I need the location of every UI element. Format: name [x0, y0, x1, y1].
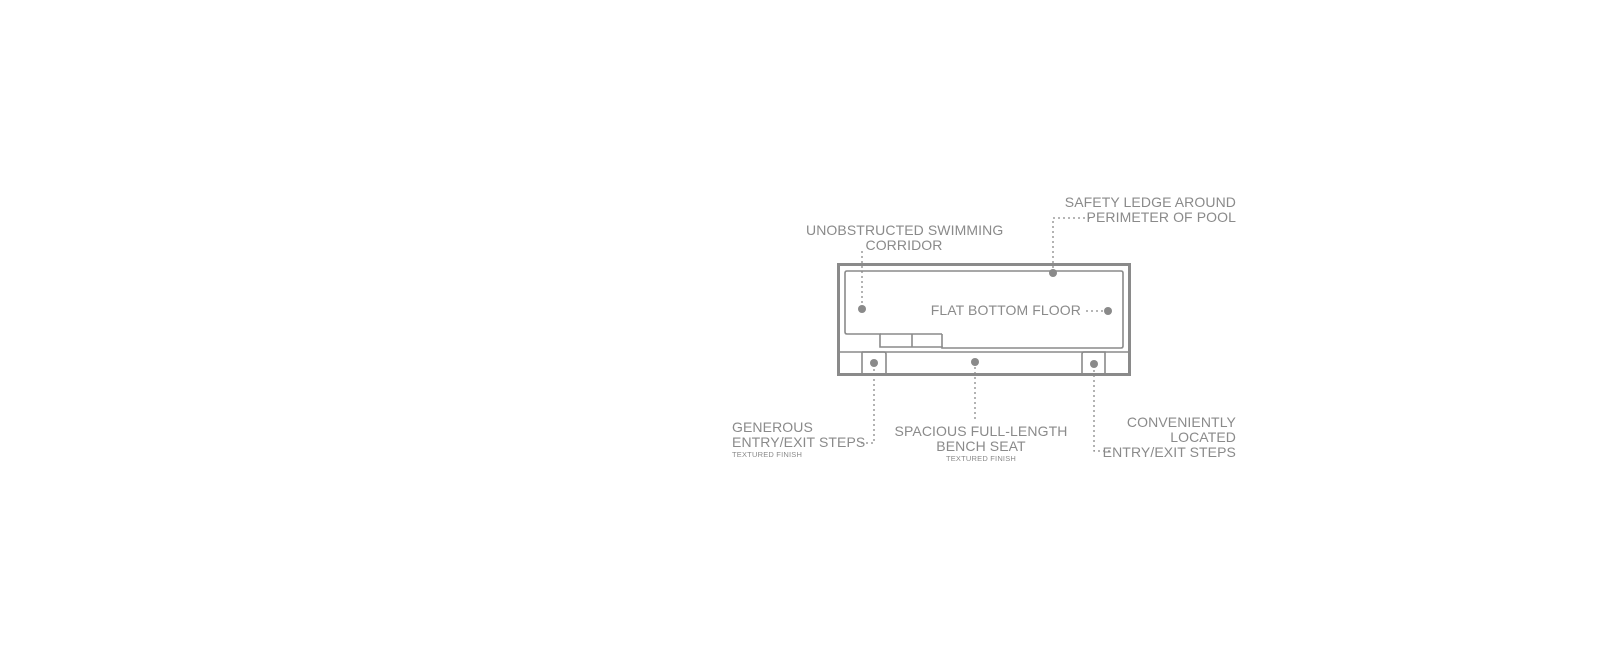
label-flat-floor: FLAT BOTTOM FLOOR: [931, 303, 1081, 318]
right-step-box: [1081, 351, 1106, 373]
dot-flat-floor: [1104, 307, 1112, 315]
label-bench-seat-line1: SPACIOUS FULL-LENGTH: [894, 423, 1068, 439]
label-convenient-steps: CONVENIENTLY LOCATED ENTRY/EXIT STEPS: [1103, 415, 1236, 460]
label-bench-seat-sub: TEXTURED FINISH: [945, 454, 1017, 463]
left-step-box: [862, 351, 887, 373]
label-convenient-steps-line1: CONVENIENTLY: [1126, 414, 1236, 430]
leader-convenient-steps: [1093, 365, 1110, 452]
dot-generous-steps: [870, 359, 878, 367]
label-generous-steps-sub: TEXTURED FINISH: [732, 450, 803, 459]
dot-bench-seat: [971, 358, 979, 366]
label-swimming-corridor: UNOBSTRUCTED SWIMMING CORRIDOR: [806, 222, 1004, 253]
label-safety-ledge: SAFETY LEDGE AROUND PERIMETER OF POOL: [1065, 195, 1236, 225]
label-flat-floor-line1: FLAT BOTTOM FLOOR: [930, 302, 1081, 318]
leader-generous-steps: [860, 364, 875, 444]
label-safety-ledge-line2: PERIMETER OF POOL: [1086, 209, 1236, 225]
dot-swimming-corridor: [858, 305, 866, 313]
label-bench-seat-line2: BENCH SEAT: [936, 438, 1026, 454]
label-convenient-steps-line2: LOCATED: [1170, 429, 1236, 445]
label-generous-steps: GENEROUS ENTRY/EXIT STEPS TEXTURED FINIS…: [732, 420, 865, 460]
label-generous-steps-line2: ENTRY/EXIT STEPS: [732, 434, 866, 450]
leader-safety-ledge: [1052, 217, 1090, 273]
label-safety-ledge-line1: SAFETY LEDGE AROUND: [1064, 194, 1236, 210]
label-generous-steps-line1: GENEROUS: [732, 419, 813, 435]
label-bench-seat: SPACIOUS FULL-LENGTH BENCH SEAT TEXTURED…: [889, 424, 1073, 464]
label-swimming-corridor-line2: CORRIDOR: [865, 237, 943, 253]
pool-outer-outline: [837, 263, 1131, 376]
label-swimming-corridor-line1: UNOBSTRUCTED SWIMMING: [806, 222, 1004, 238]
label-convenient-steps-line3: ENTRY/EXIT STEPS: [1102, 444, 1236, 460]
dot-convenient-steps: [1090, 360, 1098, 368]
dot-safety-ledge: [1049, 269, 1057, 277]
